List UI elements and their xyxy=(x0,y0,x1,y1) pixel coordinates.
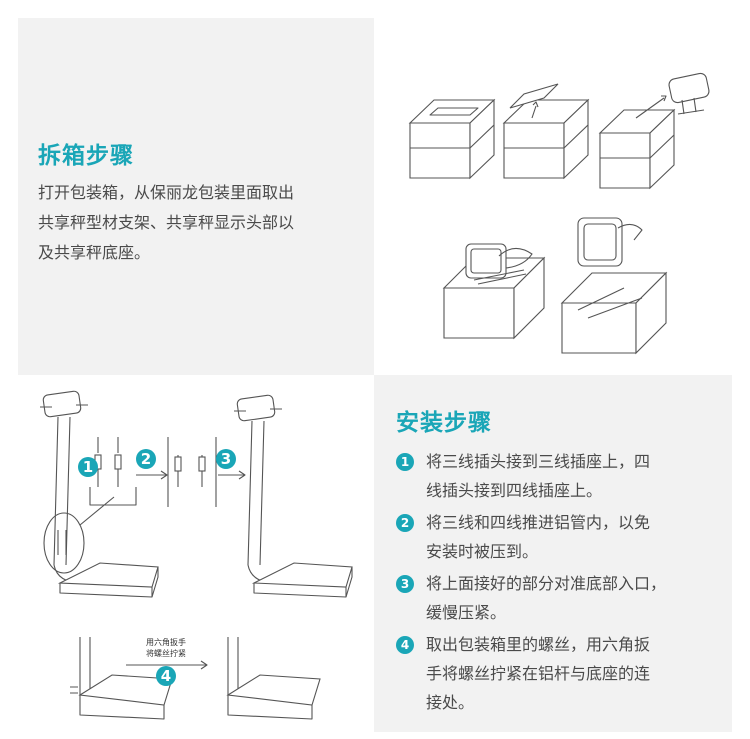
step-line: 线插头接到四线插座上。 xyxy=(426,476,716,505)
step-number-badge: 4 xyxy=(396,636,414,654)
badge-step-4: 4 xyxy=(156,666,176,686)
svg-text:2: 2 xyxy=(141,450,151,468)
install-steps-list: 1 将三线插头接到三线插座上，四 线插头接到四线插座上。 2 将三线和四线推进铝… xyxy=(396,447,716,720)
step-line: 缓慢压紧。 xyxy=(426,598,716,627)
step-line: 手将螺丝拧紧在铝杆与底座的连 xyxy=(426,659,716,688)
step-number-badge: 3 xyxy=(396,575,414,593)
open-box-parts-drawing xyxy=(444,244,544,338)
install-step: 4 取出包装箱里的螺丝，用六角扳 手将螺丝拧紧在铝杆与底座的连 接处。 xyxy=(396,630,716,717)
diagram-note-line: 用六角扳手 xyxy=(146,637,186,647)
badge-step-1: 1 xyxy=(78,457,98,477)
step-line: 安装时被压到。 xyxy=(426,537,716,566)
svg-text:4: 4 xyxy=(161,667,171,685)
unboxing-illustration xyxy=(374,18,732,375)
step-line: 将三线插头接到三线插座上，四 xyxy=(426,447,716,476)
diagram-note-line: 将螺丝拧紧 xyxy=(146,648,186,658)
connector-detail-2 xyxy=(168,437,216,507)
install-step: 2 将三线和四线推进铝管内，以免 安装时被压到。 xyxy=(396,508,716,566)
install-illustration: 1 2 3 4 用六角扳手 将螺丝拧紧 xyxy=(18,375,374,732)
install-panel: 安装步骤 1 将三线插头接到三线插座上，四 线插头接到四线插座上。 2 将三线和… xyxy=(374,375,732,732)
closed-box-drawing xyxy=(410,100,494,178)
open-box-display-drawing xyxy=(562,218,666,353)
svg-text:1: 1 xyxy=(83,458,93,476)
svg-text:3: 3 xyxy=(221,450,231,468)
step-number-badge: 1 xyxy=(396,453,414,471)
base-screw-drawing xyxy=(70,637,320,719)
step-line: 将上面接好的部分对准底部入口， xyxy=(426,569,716,598)
unboxing-panel: 拆箱步骤 打开包装箱，从保丽龙包装里面取出 共享秤型材支架、共享秤显示头部以 及… xyxy=(18,18,374,375)
unboxing-line: 共享秤型材支架、共享秤显示头部以 xyxy=(38,208,358,238)
badge-step-2: 2 xyxy=(136,449,156,469)
box-lid-removed-drawing xyxy=(504,84,588,178)
unboxing-title: 拆箱步骤 xyxy=(38,136,134,170)
install-step: 3 将上面接好的部分对准底部入口， 缓慢压紧。 xyxy=(396,569,716,627)
badge-step-3: 3 xyxy=(216,449,236,469)
unboxing-description: 打开包装箱，从保丽龙包装里面取出 共享秤型材支架、共享秤显示头部以 及共享秤底座… xyxy=(38,178,358,268)
box-head-removed-drawing xyxy=(600,72,710,188)
step-line: 取出包装箱里的螺丝，用六角扳 xyxy=(426,630,716,659)
step-number-badge: 2 xyxy=(396,514,414,532)
scale-left-drawing xyxy=(40,391,158,597)
unboxing-line: 打开包装箱，从保丽龙包装里面取出 xyxy=(38,178,358,208)
install-title: 安装步骤 xyxy=(396,403,492,437)
step-line: 接处。 xyxy=(426,688,716,717)
step-line: 将三线和四线推进铝管内，以免 xyxy=(426,508,716,537)
scale-right-drawing xyxy=(234,395,352,597)
unboxing-line: 及共享秤底座。 xyxy=(38,238,358,268)
install-step: 1 将三线插头接到三线插座上，四 线插头接到四线插座上。 xyxy=(396,447,716,505)
